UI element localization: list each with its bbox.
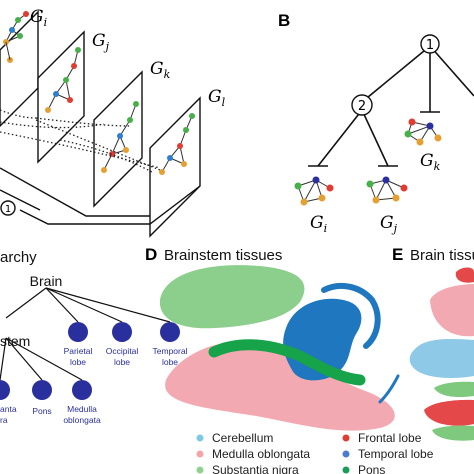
mini-graph-j [45,47,81,113]
legend-item-frontal: Frontal lobe [342,431,422,445]
legend-swatch [196,450,204,458]
label-pons: Pons [32,406,51,416]
dotted-connections [0,109,161,173]
legend-swatch [196,466,204,474]
node-pons [32,380,52,400]
panel-e-title: Brain tissu [410,247,474,264]
node-2-b-label: 2 [358,99,366,114]
label-g-j-b: Gj [380,213,398,235]
root-brain: Brain [30,273,63,289]
label-g-j: Gj [92,31,110,53]
tree-edges-b [308,45,474,167]
legend-item-medulla: Medulla oblongata [196,447,310,461]
node-1-a [0,200,16,216]
panel-letter-b: B [278,11,290,30]
panel-c-title: archy [0,249,37,266]
legend-item-cerebellum: Cerebellum [196,431,273,445]
label-g-k: Gk [150,59,171,81]
legend-label: Substantia nigra [212,463,299,474]
legend-swatch [342,466,350,474]
legend-label: Pons [358,463,385,474]
cluster-e-green-bottom [432,425,474,441]
legend-label: Frontal lobe [358,431,422,445]
node-2-b [351,94,373,116]
label-g-k-b: Gk [420,151,441,173]
mini-graph-i [3,11,29,63]
node-temporal [160,322,180,342]
node-1-a-label: 1 [5,204,11,215]
legend-label: Cerebellum [212,431,273,445]
graph-j-b [366,176,408,204]
label-g-l: Gl [208,87,226,109]
cluster-e-pink [430,284,474,337]
legend-swatch [196,434,204,442]
hierarchy-edges [0,287,171,381]
cluster-medulla [165,341,395,431]
cluster-thin-blue [378,374,400,404]
panel-e: E Brain tissu [392,245,474,441]
graph-k-b [404,118,442,146]
cluster-pons [208,339,366,386]
cluster-e-lightblue [409,339,474,378]
panel-d-title: Brainstem tissues [164,247,282,264]
legend-item-substantia: Substantia nigra [196,463,299,474]
node-cut [0,380,10,400]
tree-base [0,167,201,225]
label-g-i-b: Gi [310,213,327,235]
node-occipital [112,322,132,342]
node-parietal [68,322,88,342]
cluster-e-red-top [455,267,474,283]
panel-letter-d: D [145,245,157,264]
mini-graph-k [101,101,139,173]
node-stem: stem [0,333,30,349]
legend-label: Temporal lobe [358,447,434,461]
cluster-substantia-nigra [159,265,305,329]
label-g-i: Gi [30,7,47,29]
panel-letter-e: E [392,245,403,264]
node-1-b [420,34,440,54]
graph-card-k [93,70,143,208]
graph-card-i [0,10,39,127]
panel-b: B 1 2 [278,11,474,235]
legend-swatch [342,450,350,458]
node-1-b-label: 1 [426,38,434,53]
legend-swatch [342,434,350,442]
cluster-cerebellum-arm [321,282,381,349]
legend-label: Medulla oblongata [212,447,310,461]
graph-i-b [294,176,334,206]
legend: Cerebellum Medulla oblongata Substantia … [196,431,434,474]
cluster-e-red [424,399,474,426]
legend-item-temporal: Temporal lobe [342,447,434,461]
panel-a: 1 Gi Gj Gk Gl [0,7,226,238]
mini-graph-l [159,113,195,175]
panel-d: D Brainstem tissues [145,245,400,431]
node-medulla [72,380,92,400]
cluster-e-green-top [434,381,474,398]
legend-item-pons: Pons [342,463,385,474]
